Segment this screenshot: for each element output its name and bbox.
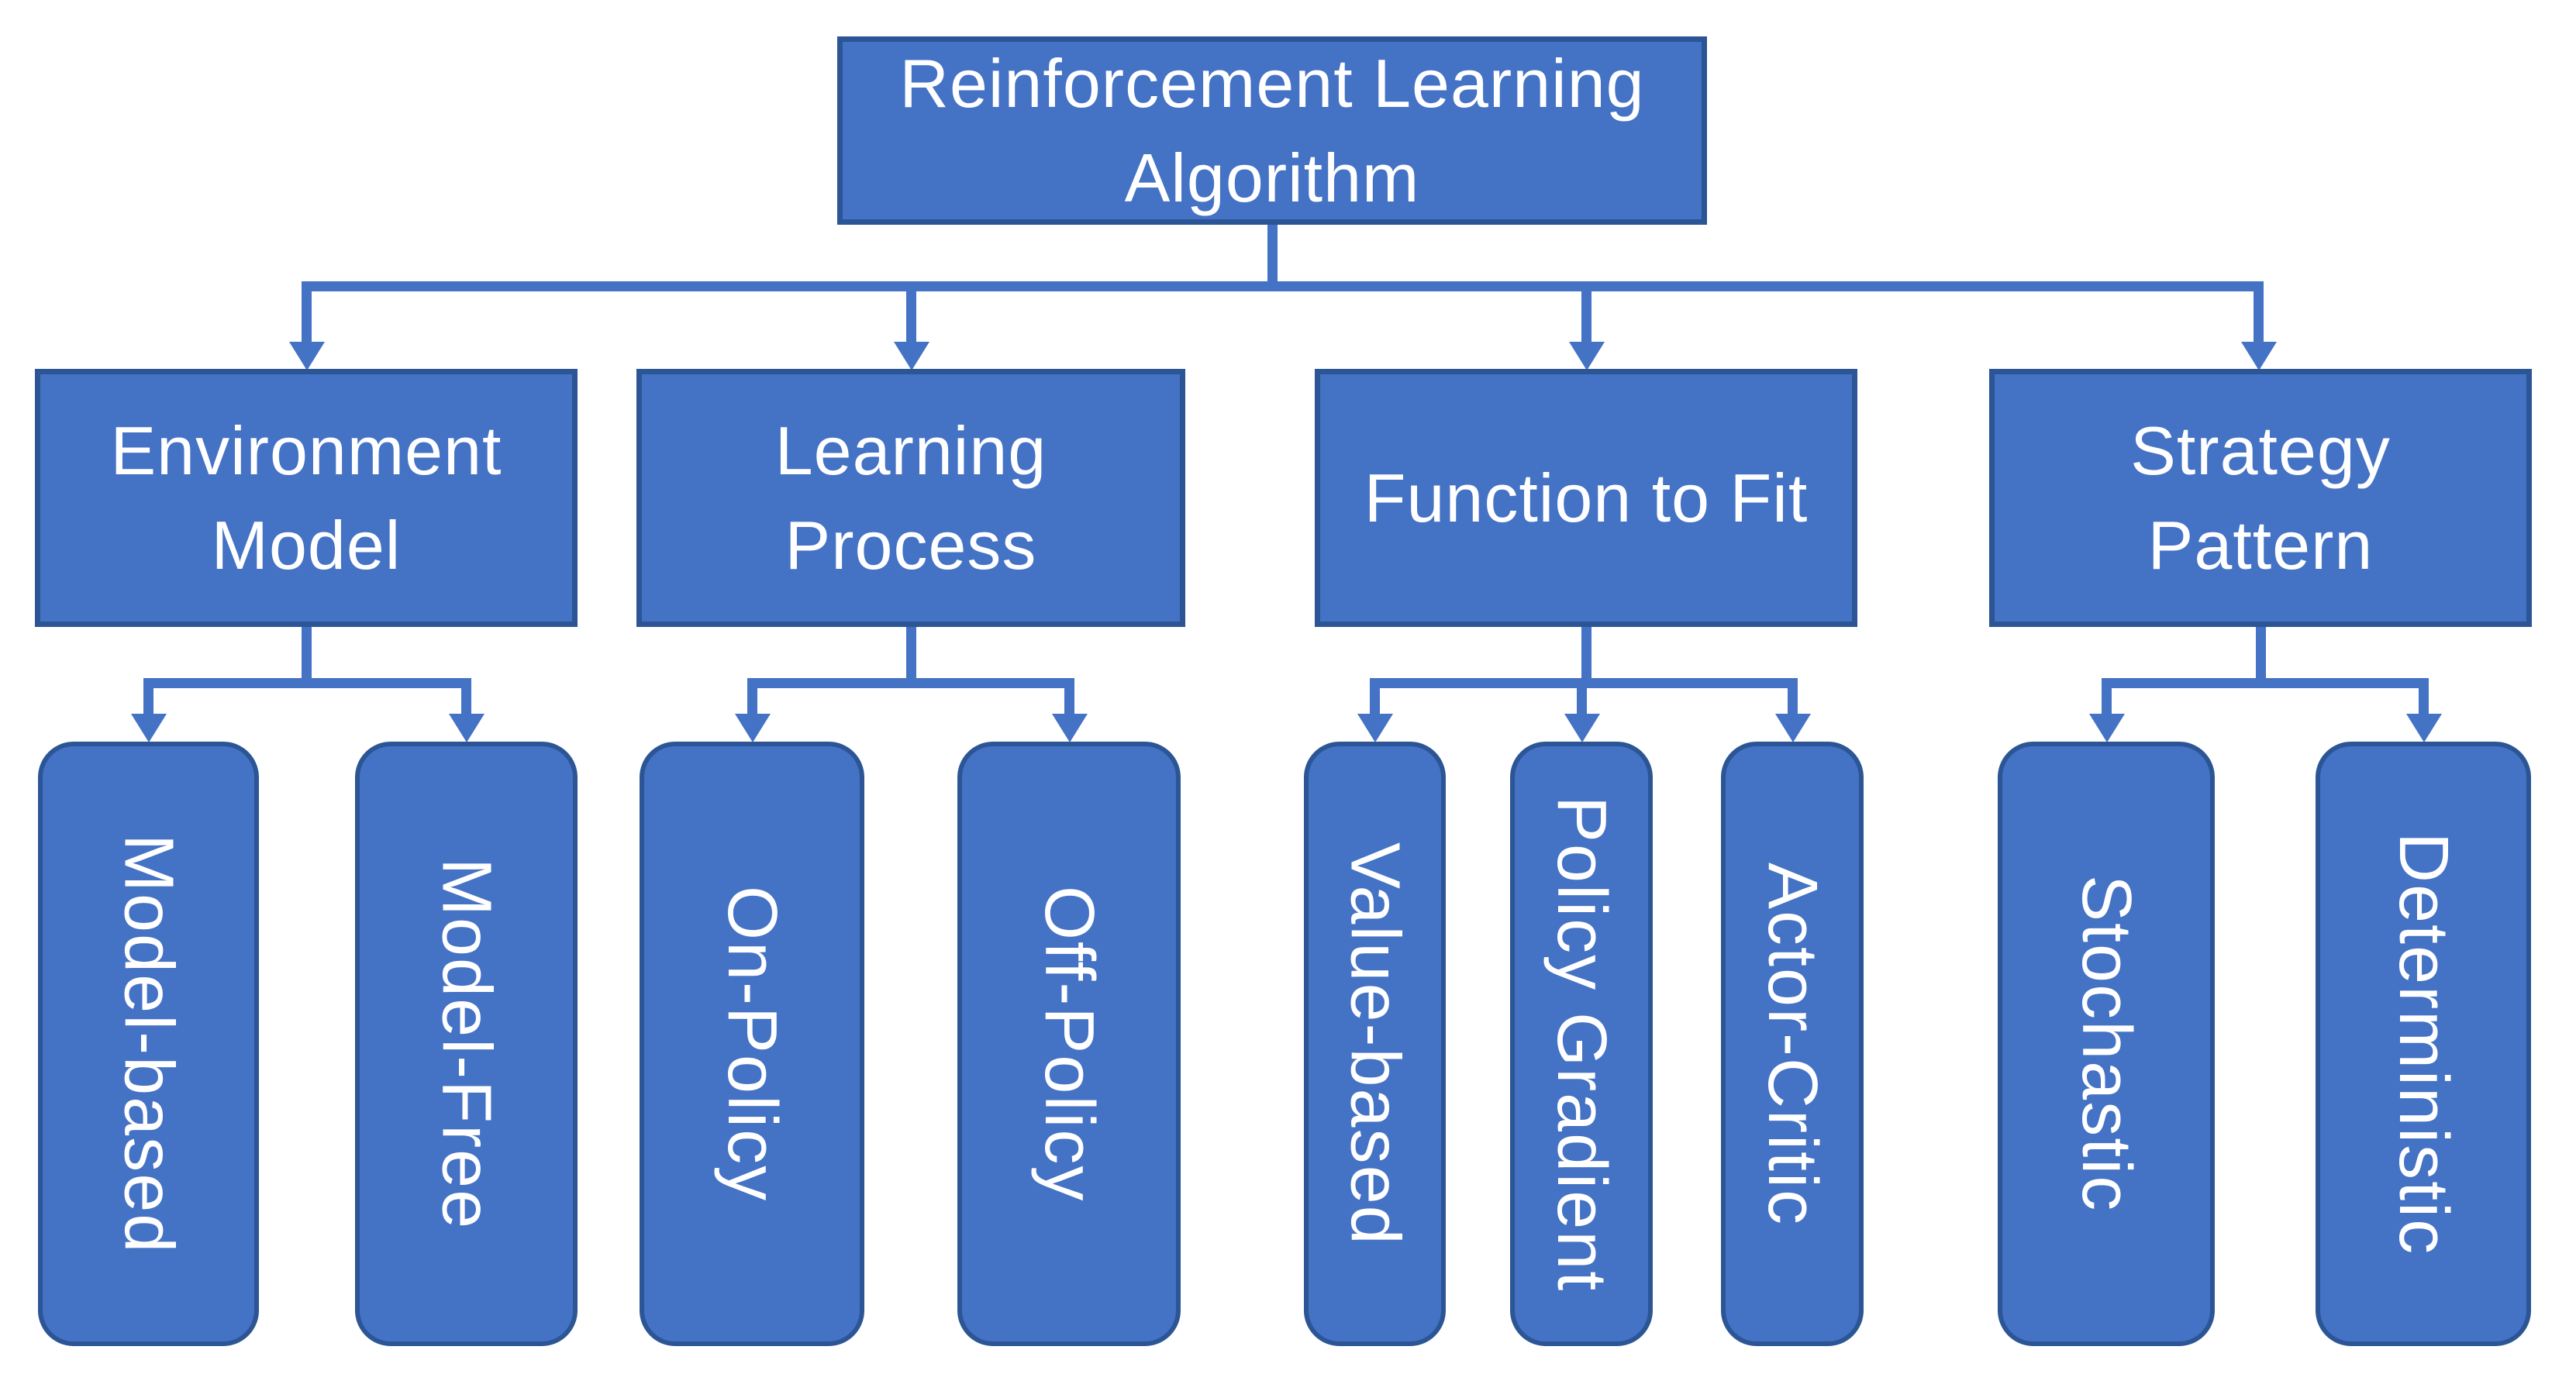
- connector-group2-rail: [747, 678, 1074, 688]
- branch-learning-process: Learning Process: [636, 369, 1185, 627]
- arrowhead-leaf6: [1564, 714, 1600, 742]
- arrowhead-leaf7: [1775, 714, 1811, 742]
- connector-group1-stem: [302, 627, 312, 688]
- connector-branch1-stem: [302, 281, 312, 345]
- leaf-model-based: Model-based: [38, 742, 259, 1346]
- arrowhead-branch4: [2241, 342, 2277, 370]
- branch-strategy-pattern: Strategy Pattern: [1989, 369, 2532, 627]
- connector-leaf5-stem: [1370, 678, 1380, 718]
- connector-branch4-stem: [2254, 281, 2264, 345]
- leaf-policy-gradient: Policy Gradient: [1510, 742, 1653, 1346]
- branch-environment-model: Environment Model: [35, 369, 578, 627]
- connector-leaf4-stem: [1064, 678, 1074, 718]
- connector-root-stem: [1267, 225, 1278, 291]
- connector-leaf8-stem: [2102, 678, 2112, 718]
- connector-group4-rail: [2102, 678, 2429, 688]
- branch-learning-process-label: Learning Process: [774, 412, 1047, 584]
- arrowhead-leaf3: [735, 714, 771, 742]
- leaf-model-free: Model-Free: [355, 742, 578, 1346]
- node-root-label: Reinforcement Learning Algorithm: [899, 45, 1645, 216]
- leaf-actor-critic: Actor-Critic: [1721, 742, 1864, 1346]
- connector-leaf6-stem: [1577, 678, 1587, 718]
- leaf-deterministic-label: Deterministic: [2385, 832, 2463, 1256]
- connector-leaf9-stem: [2419, 678, 2429, 718]
- connector-group2-stem: [906, 627, 916, 688]
- arrowhead-leaf5: [1357, 714, 1393, 742]
- connector-leaf7-stem: [1788, 678, 1798, 718]
- connector-leaf1-stem: [143, 678, 153, 718]
- leaf-model-free-label: Model-Free: [427, 857, 505, 1231]
- leaf-stochastic-label: Stochastic: [2067, 875, 2146, 1213]
- connector-group4-stem: [2256, 627, 2266, 688]
- node-root: Reinforcement Learning Algorithm: [837, 36, 1707, 225]
- arrowhead-leaf4: [1052, 714, 1088, 742]
- branch-strategy-pattern-label: Strategy Pattern: [2130, 412, 2391, 584]
- arrowhead-branch1: [289, 342, 325, 370]
- leaf-deterministic: Deterministic: [2316, 742, 2531, 1346]
- connector-group1-rail: [143, 678, 471, 688]
- connector-branch3-stem: [1581, 281, 1591, 345]
- leaf-on-policy: On-Policy: [640, 742, 864, 1346]
- leaf-value-based-label: Value-based: [1336, 842, 1414, 1246]
- leaf-model-based-label: Model-based: [109, 833, 188, 1255]
- leaf-actor-critic-label: Actor-Critic: [1754, 862, 1832, 1226]
- leaf-stochastic: Stochastic: [1998, 742, 2215, 1346]
- leaf-policy-gradient-label: Policy Gradient: [1543, 795, 1621, 1293]
- branch-environment-model-label: Environment Model: [110, 412, 502, 584]
- arrowhead-branch3: [1569, 342, 1605, 370]
- leaf-on-policy-label: On-Policy: [713, 885, 791, 1203]
- leaf-off-policy: Off-Policy: [957, 742, 1181, 1346]
- leaf-value-based: Value-based: [1304, 742, 1446, 1346]
- connector-group3-stem: [1581, 627, 1591, 688]
- arrowhead-leaf8: [2089, 714, 2125, 742]
- arrowhead-leaf9: [2406, 714, 2442, 742]
- arrowhead-leaf2: [449, 714, 485, 742]
- connector-leaf3-stem: [747, 678, 757, 718]
- arrowhead-branch2: [894, 342, 929, 370]
- branch-function-to-fit: Function to Fit: [1315, 369, 1857, 627]
- branch-function-to-fit-label: Function to Fit: [1364, 459, 1809, 536]
- arrowhead-leaf1: [131, 714, 167, 742]
- connector-leaf2-stem: [461, 678, 471, 718]
- connector-level1-rail: [302, 281, 2264, 291]
- connector-branch2-stem: [906, 281, 916, 345]
- leaf-off-policy-label: Off-Policy: [1030, 885, 1109, 1203]
